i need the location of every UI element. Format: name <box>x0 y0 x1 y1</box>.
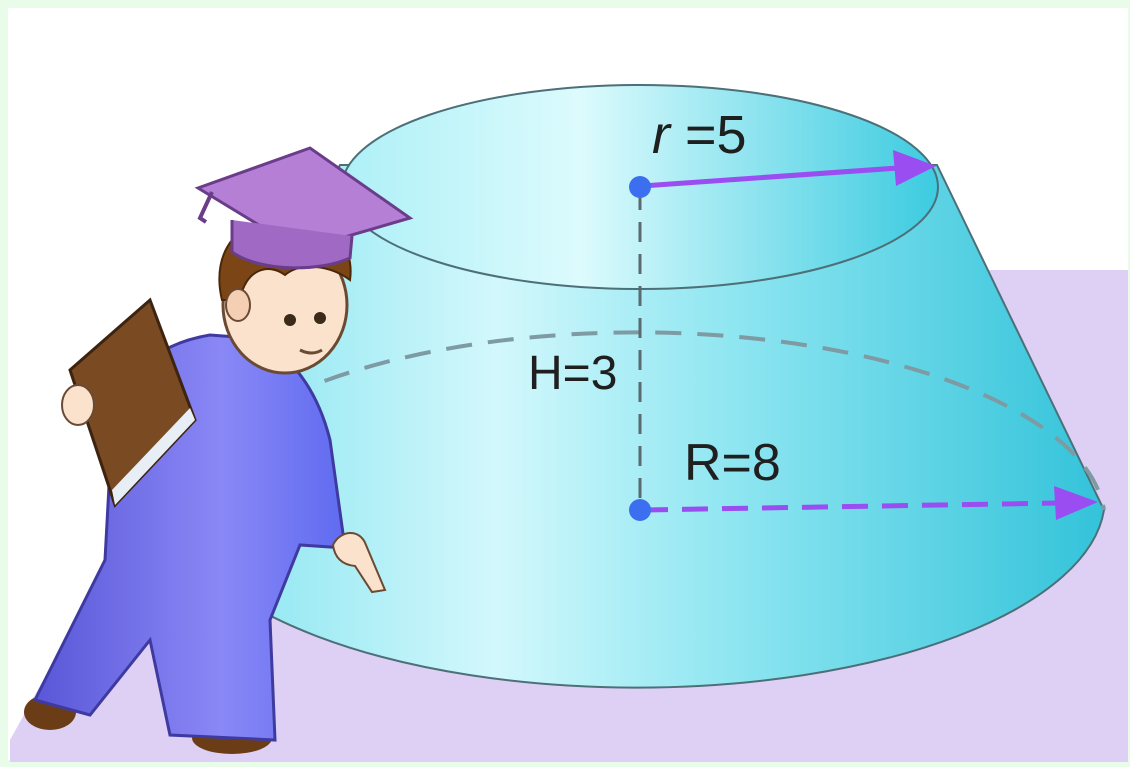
bottom-radius-arrow <box>641 500 1061 513</box>
top-radius-variable: r <box>652 105 670 165</box>
graduate-student-icon <box>24 146 414 754</box>
top-radius-arrowhead <box>893 150 936 186</box>
ear <box>225 288 251 322</box>
holding-hand <box>61 384 95 426</box>
book-pages <box>112 408 195 505</box>
top-radius-value: =5 <box>669 105 747 165</box>
top-center-point <box>629 176 651 198</box>
height-label: H=3 <box>528 347 618 400</box>
bottom-center-point <box>629 499 651 521</box>
top-radius-label: r =5 <box>652 108 747 162</box>
bottom-radius-label: R=8 <box>684 434 781 492</box>
cap-tassel <box>197 191 214 224</box>
bottom-base-hidden-edge <box>168 330 1106 511</box>
left-eye <box>284 314 296 326</box>
right-eye <box>314 312 326 324</box>
pointing-hand <box>331 532 387 594</box>
mouth <box>299 348 323 355</box>
top-radius-arrow <box>641 165 899 189</box>
bottom-radius-arrowhead <box>1054 486 1098 520</box>
cap-base <box>230 220 354 270</box>
